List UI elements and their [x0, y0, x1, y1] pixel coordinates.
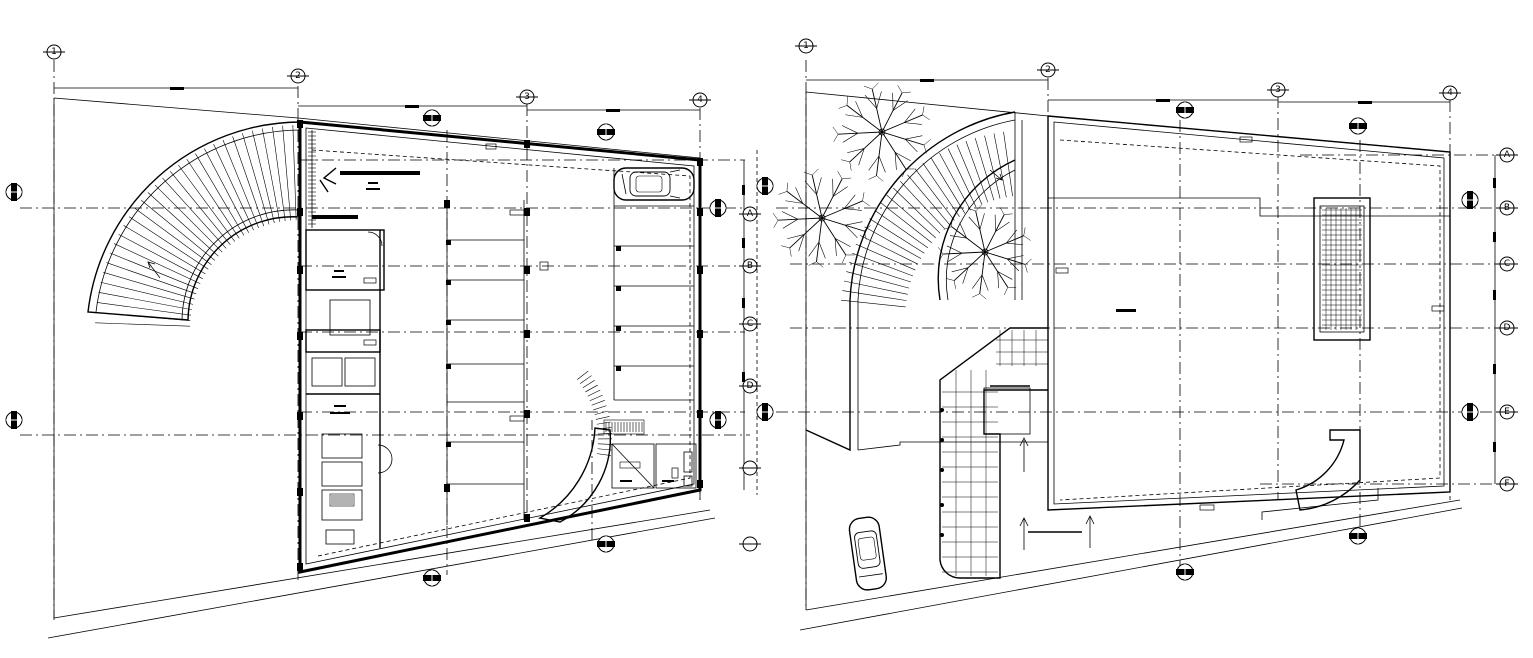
skylight-grille — [1313, 197, 1371, 341]
section-marker-icon — [1461, 191, 1479, 209]
grid-bubble-label: 1 — [51, 47, 57, 57]
parking-stalls-left — [446, 168, 694, 525]
grid-bubble-icon: 2 — [287, 68, 309, 84]
section-marker-icon — [1176, 563, 1194, 581]
section-marker-icon — [1349, 527, 1367, 545]
grid-bubble-label: 4 — [1447, 88, 1453, 98]
misc-items-right — [1019, 136, 1445, 550]
section-marker-icon — [756, 403, 774, 421]
section-marker-icon — [709, 411, 727, 429]
car-icon — [613, 167, 695, 201]
section-marker-icon — [1461, 403, 1479, 421]
grid-bubble-icon — [739, 536, 761, 552]
grid-bubble-label: C — [1504, 259, 1510, 269]
curved-ramp-right — [805, 111, 1048, 452]
tree-icon — [937, 204, 1032, 300]
grid-bubble-label: D — [747, 381, 754, 391]
car-icon — [848, 516, 888, 591]
grid-lines-right — [776, 60, 1500, 610]
ground-floor-plan — [772, 60, 1500, 631]
grid-bubble-icon: A — [1496, 147, 1518, 163]
grid-bubble-icon — [739, 460, 761, 476]
grid-bubble-label: D — [1504, 323, 1511, 333]
curved-stair-left — [538, 370, 697, 523]
grid-bubble-icon: 4 — [1439, 85, 1461, 101]
grid-bubble-label: B — [1504, 203, 1510, 213]
basement-parking-plan — [20, 60, 758, 639]
grid-bubble-label: 4 — [697, 95, 703, 105]
grid-bubble-label: A — [747, 209, 754, 219]
site-boundary-left — [47, 97, 716, 639]
section-marker-icon — [756, 177, 774, 195]
grid-bubble-label: 3 — [1275, 85, 1281, 95]
grid-bubble-icon: 1 — [795, 38, 817, 54]
paved-courtyard — [939, 327, 1048, 579]
grid-bubble-icon: E — [1496, 404, 1518, 420]
misc-items-left — [363, 143, 679, 479]
grid-bubble-icon: C — [739, 316, 761, 332]
grid-bubble-label: 2 — [295, 71, 301, 81]
grid-bubble-icon: D — [1496, 320, 1518, 336]
grid-bubble-label: 2 — [1045, 65, 1051, 75]
grid-bubble-label: A — [1504, 150, 1511, 160]
service-rooms-left — [305, 130, 393, 548]
dimension-lines-left — [54, 87, 758, 495]
tree-icon — [772, 168, 871, 268]
grid-bubble-icon: A — [739, 206, 761, 222]
grid-bubble-label: C — [747, 319, 753, 329]
grid-bubble-icon: F — [1496, 476, 1518, 492]
grid-bubble-icon: B — [1496, 200, 1518, 216]
curved-ramp-left — [87, 121, 301, 327]
section-marker-icon — [597, 123, 615, 141]
section-marker-icon — [597, 535, 615, 553]
grid-bubble-label: 3 — [524, 92, 530, 102]
site-boundary-right — [799, 91, 1463, 631]
grid-bubble-label: B — [747, 261, 753, 271]
section-marker-icon — [709, 199, 727, 217]
grid-bubble-icon: D — [739, 378, 761, 394]
grid-bubble-icon: 2 — [1037, 62, 1059, 78]
section-marker-icon — [5, 411, 23, 429]
section-marker-icon — [423, 109, 441, 127]
room-labels-left — [319, 167, 674, 482]
section-marker-icon — [5, 183, 23, 201]
grid-lines-left — [20, 60, 750, 620]
grid-bubble-label: 1 — [803, 41, 809, 51]
grid-bubble-label: E — [1504, 407, 1510, 417]
dimension-lines-right — [806, 79, 1496, 484]
grid-bubble-icon: B — [739, 258, 761, 274]
grid-bubble-icon: 3 — [516, 89, 538, 105]
section-markers — [5, 101, 1479, 587]
building-outline-right — [1047, 115, 1451, 511]
grid-bubble-label: F — [1504, 479, 1509, 489]
section-marker-icon — [1176, 101, 1194, 119]
tree-icon — [832, 82, 931, 182]
building-outline-left — [298, 120, 702, 574]
grid-bubble-icon: 1 — [43, 44, 65, 60]
section-marker-icon — [1349, 117, 1367, 135]
section-marker-icon — [423, 569, 441, 587]
grid-bubble-icon: 4 — [689, 92, 711, 108]
grid-bubble-icon: C — [1496, 256, 1518, 272]
grid-bubble-icon: 3 — [1267, 82, 1289, 98]
grid-bubbles: 1 2 3 4 1 2 3 4A B C D A B C D E F — [43, 38, 1518, 552]
